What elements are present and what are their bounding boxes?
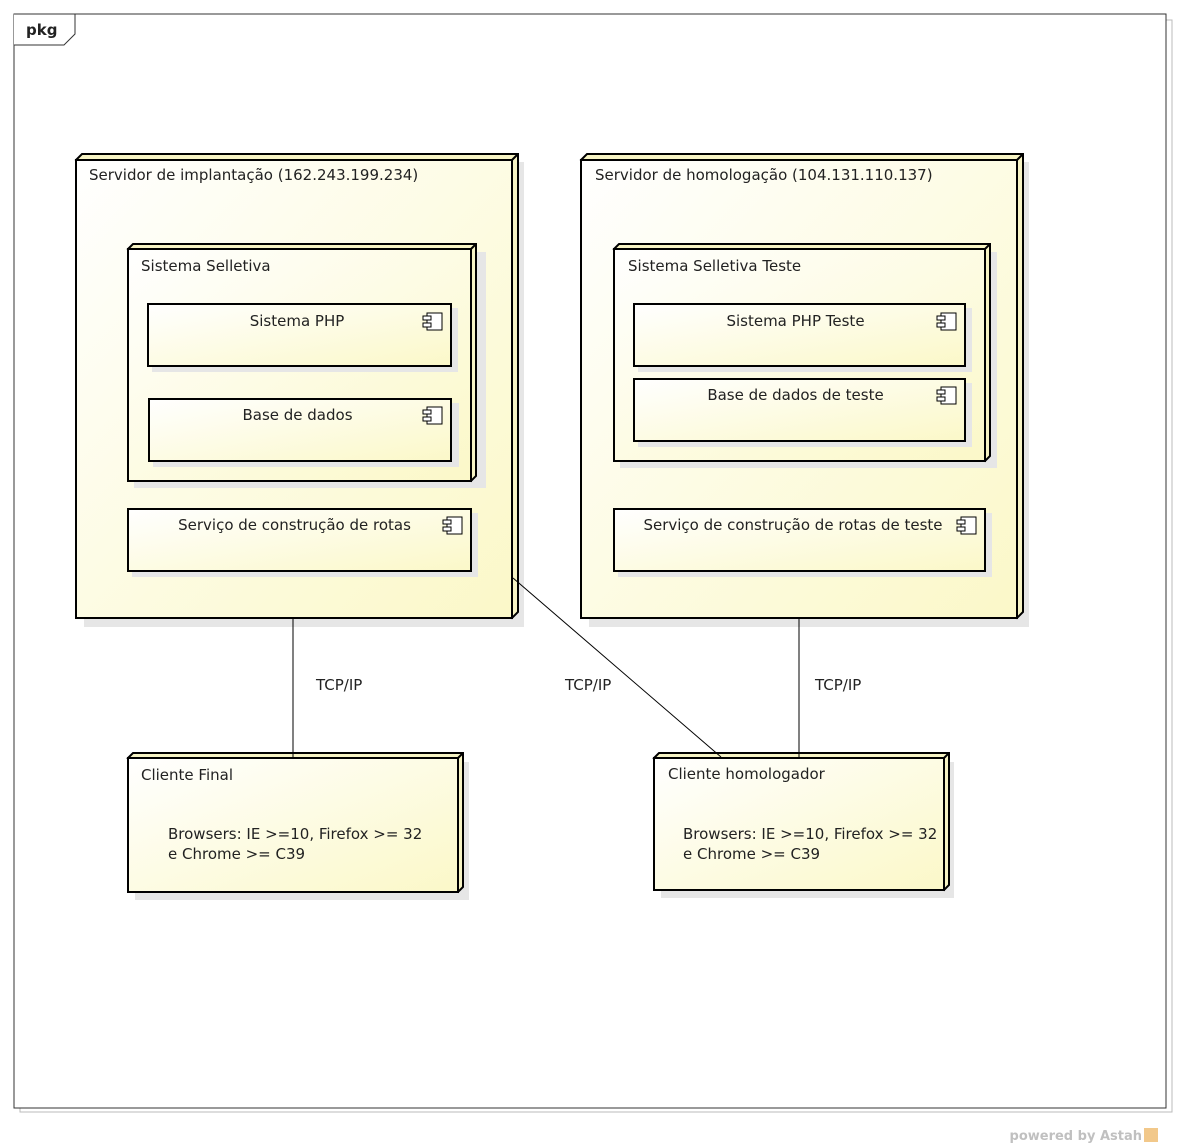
client-homolog-title: Cliente homologador bbox=[668, 765, 825, 783]
prod-routes-title: Serviço de construção de rotas bbox=[178, 516, 411, 534]
prod-server-title: Servidor de implantação (162.243.199.234… bbox=[89, 166, 419, 184]
client-final-node[interactable] bbox=[126, 752, 469, 900]
component-icon bbox=[442, 516, 463, 535]
prod-routes-component[interactable] bbox=[127, 508, 478, 577]
prod-system-title: Sistema Selletiva bbox=[141, 257, 271, 275]
frame-tab bbox=[14, 13, 76, 46]
component-icon bbox=[936, 312, 957, 331]
client-final-note-line2: e Chrome >= C39 bbox=[168, 845, 306, 863]
test-system-title: Sistema Selletiva Teste bbox=[628, 257, 802, 275]
component-icon bbox=[956, 516, 977, 535]
prod-db-title: Base de dados bbox=[242, 406, 353, 424]
test-php-title: Sistema PHP Teste bbox=[726, 312, 865, 330]
prod-php-component[interactable] bbox=[147, 303, 458, 372]
client-homolog-note-line1: Browsers: IE >=10, Firefox >= 32 bbox=[683, 825, 938, 843]
test-routes-title: Serviço de construção de rotas de teste bbox=[643, 516, 943, 534]
component-icon bbox=[422, 406, 443, 425]
test-php-component[interactable] bbox=[633, 303, 972, 372]
powered-by-text: powered by Astah bbox=[1009, 1129, 1142, 1144]
test-db-title: Base de dados de teste bbox=[707, 386, 884, 404]
link-prod-homolog-client[interactable] bbox=[512, 577, 722, 758]
link-right-label: TCP/IP bbox=[815, 676, 862, 694]
prod-db-component[interactable] bbox=[148, 398, 459, 467]
astah-logo-icon bbox=[1144, 1128, 1158, 1142]
test-db-component[interactable] bbox=[633, 378, 972, 447]
client-final-title: Cliente Final bbox=[141, 766, 233, 784]
client-final-note-line1: Browsers: IE >=10, Firefox >= 32 bbox=[168, 825, 423, 843]
powered-by-footer: powered by Astah bbox=[1010, 1128, 1158, 1144]
component-icon bbox=[422, 312, 443, 331]
link-left-label: TCP/IP bbox=[316, 676, 363, 694]
client-homolog-node[interactable] bbox=[652, 752, 954, 898]
component-icon bbox=[936, 386, 957, 405]
frame-tag-label: pkg bbox=[26, 21, 58, 39]
test-routes-component[interactable] bbox=[613, 508, 992, 577]
prod-php-title: Sistema PHP bbox=[249, 312, 345, 330]
test-server-title: Servidor de homologação (104.131.110.137… bbox=[595, 166, 933, 184]
client-homolog-note-line2: e Chrome >= C39 bbox=[683, 845, 821, 863]
link-middle-label: TCP/IP bbox=[565, 676, 612, 694]
